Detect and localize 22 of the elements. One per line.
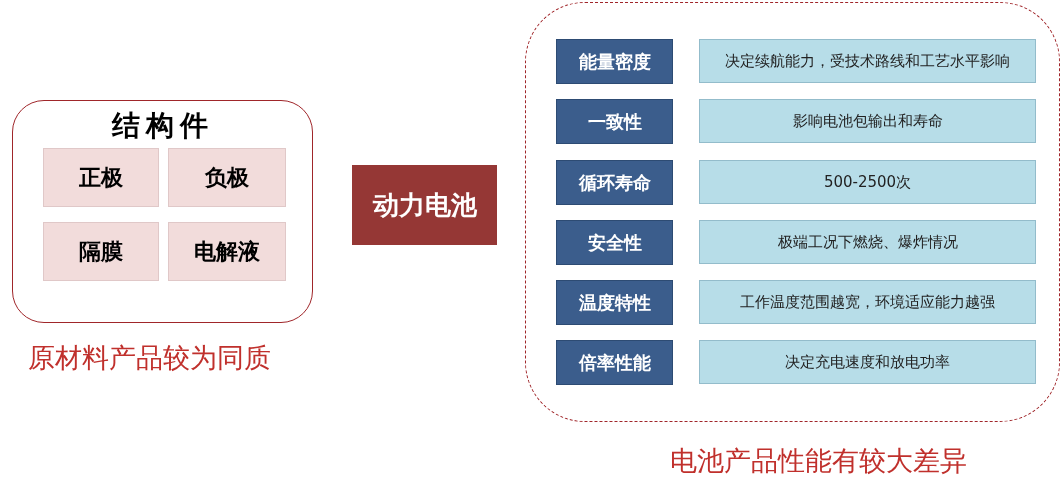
property-box: 倍率性能: [556, 340, 673, 385]
description-box: 500-2500次: [699, 160, 1036, 204]
property-box: 安全性: [556, 220, 673, 265]
property-box: 温度特性: [556, 280, 673, 325]
box-heading: 结构件: [110, 108, 215, 144]
description-box: 影响电池包输出和寿命: [699, 99, 1036, 143]
node-label: 原材料产品较为同质: [28, 341, 271, 375]
center-box: 动力电池: [352, 165, 497, 245]
description-box: 决定续航能力，受技术路线和工艺水平影响: [699, 39, 1036, 83]
outline-box: [12, 100, 313, 323]
description-box: 极端工况下燃烧、爆炸情况: [699, 220, 1036, 264]
property-box: 能量密度: [556, 39, 673, 84]
node-label: 电池产品性能有较大差异: [670, 444, 967, 478]
component-box: 负极: [168, 148, 286, 207]
component-box: 隔膜: [43, 222, 159, 281]
property-box: 一致性: [556, 99, 673, 144]
description-box: 工作温度范围越宽，环境适应能力越强: [699, 280, 1036, 324]
property-box: 循环寿命: [556, 160, 673, 205]
dashed-outline-box: [525, 2, 1060, 422]
description-box: 决定充电速度和放电功率: [699, 340, 1036, 384]
component-box: 电解液: [168, 222, 286, 281]
component-box: 正极: [43, 148, 159, 207]
